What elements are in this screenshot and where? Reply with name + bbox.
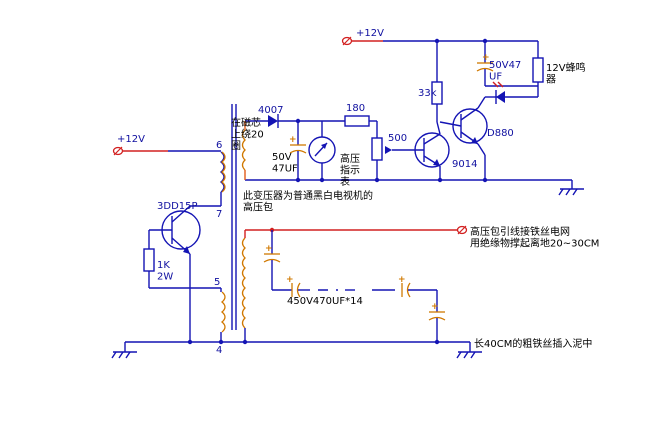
polarity-mark: + — [431, 302, 439, 312]
label-vcc-top: +12V — [356, 28, 384, 39]
polarity-mark: + — [289, 135, 297, 145]
feedback-coil — [241, 121, 246, 180]
label-capacitor-chain: 450V470UF*14 — [287, 296, 363, 307]
polarity-mark: + — [286, 275, 294, 285]
label-pin-7: 7 — [216, 209, 222, 220]
polarity-mark: + — [482, 53, 490, 63]
rectifier-network — [245, 114, 572, 183]
buzzer — [505, 41, 544, 98]
label-diode-4007: 4007 — [258, 105, 283, 116]
hv-capacitor-chain — [263, 230, 446, 345]
label-transistor-9014: 9014 — [452, 159, 477, 170]
label-pin-4: 4 — [216, 345, 222, 356]
transistor-9014 — [392, 121, 462, 180]
label-pin-6: 6 — [216, 140, 222, 151]
label-pot-500: 500 — [388, 133, 407, 144]
label-vcc-left: +12V — [117, 134, 145, 145]
label-hv-lead: 高压包引线接铁丝电网用绝缘物撑起离地20~30CM — [470, 225, 599, 250]
ground-rail — [111, 339, 482, 359]
label-buzzer: 12V蜂鸣器 — [546, 61, 586, 86]
resistor-33k — [431, 41, 443, 122]
label-transistor-3dd15p: 3DD15P — [157, 201, 198, 212]
hv-output-lead — [245, 225, 468, 235]
left-supply-input — [112, 146, 222, 207]
label-pin-5: 5 — [214, 277, 220, 288]
primary-winding-lower — [220, 291, 226, 333]
capacitor-top — [476, 41, 538, 87]
transformer-core — [231, 104, 237, 330]
label-transistor-d880: D880 — [487, 128, 514, 139]
ground-symbol-right — [558, 180, 584, 196]
label-transformer-note: 此变压器为普通黑白电视机的高压包 — [243, 189, 373, 214]
secondary-winding — [241, 230, 246, 340]
label-resistor-180: 180 — [346, 103, 365, 114]
label-ground-rod: 长40CM的粗铁丝插入泥中 — [474, 337, 592, 350]
polarity-mark: + — [398, 275, 406, 285]
label-meter: 高压指示表 — [340, 152, 360, 188]
led — [485, 81, 505, 104]
primary-winding-upper — [219, 151, 226, 193]
transistor-3dd15p — [149, 205, 201, 342]
polarity-mark: + — [265, 244, 273, 254]
label-resistor-33k: 33k — [418, 88, 437, 99]
